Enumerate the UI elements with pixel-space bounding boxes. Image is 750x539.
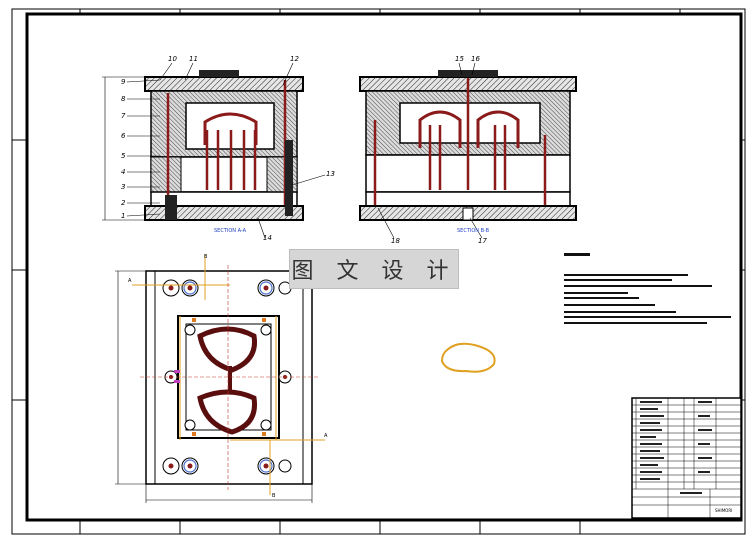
part-number-13: 13: [326, 170, 335, 178]
part-number-16: 16: [471, 55, 480, 63]
section-mark-a-right: A: [324, 433, 328, 439]
section-a-a-label: SECTION A-A: [214, 228, 247, 234]
part-number-3: 3: [121, 183, 125, 191]
frame-ticks: [12, 9, 745, 534]
part-sketch: [440, 342, 496, 373]
section-b-b-label: SECTION B-B: [457, 228, 490, 234]
part-number-15: 15: [455, 55, 464, 63]
section-mark-a-left: A: [128, 278, 132, 284]
outer-frame: [11, 8, 746, 535]
watermark-banner: 图 文 设 计: [289, 249, 459, 289]
part-number-12: 12: [290, 55, 299, 63]
section-b-b-view: 15 16 18 17 SECTION B-B: [359, 55, 577, 245]
technical-notes: [564, 253, 731, 324]
section-mark-b-top: B: [204, 254, 208, 260]
title-block: SHIMORI: [631, 397, 742, 519]
part-number-7: 7: [121, 112, 126, 120]
part-number-17: 17: [478, 237, 487, 245]
part-number-14: 14: [263, 234, 272, 242]
section-mark-b-bottom: B: [272, 493, 276, 499]
part-number-10: 10: [168, 55, 177, 63]
part-number-9: 9: [121, 78, 126, 86]
part-number-5: 5: [121, 152, 126, 160]
part-number-1: 1: [121, 212, 125, 220]
inner-frame: [25, 12, 743, 522]
part-number-4: 4: [121, 168, 125, 176]
plan-view: A B A B: [115, 254, 328, 503]
part-number-8: 8: [121, 95, 126, 103]
section-a-a-view: 9 8 7 6 5 4 3 2 1 10 11 12 13 14 SECTION…: [102, 55, 335, 242]
part-number-11: 11: [189, 55, 198, 63]
part-number-6: 6: [121, 132, 126, 140]
drawing-code: SHIMORI: [715, 508, 732, 513]
part-number-2: 2: [121, 199, 126, 207]
part-number-18: 18: [391, 237, 400, 245]
